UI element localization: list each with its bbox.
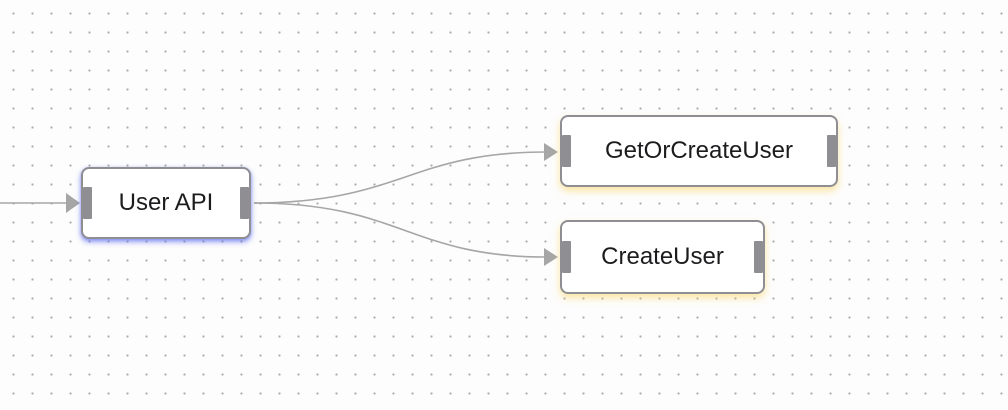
input-handle[interactable]	[562, 135, 571, 167]
node-label: GetOrCreateUser	[604, 137, 794, 164]
edge-arrow-create-user	[544, 248, 558, 266]
edge-user-api-to-create-user[interactable]	[253, 202, 547, 258]
edge-arrow-user-api	[66, 193, 80, 213]
node-user-api[interactable]: User API	[81, 167, 251, 239]
output-handle[interactable]	[240, 187, 249, 219]
input-handle[interactable]	[562, 241, 571, 273]
node-label: CreateUser	[601, 243, 724, 270]
output-handle[interactable]	[754, 241, 763, 273]
output-handle[interactable]	[827, 135, 836, 167]
input-handle[interactable]	[83, 187, 92, 219]
edge-arrow-get-or-create-user	[544, 143, 558, 161]
node-label: User API	[118, 189, 214, 216]
edge-user-api-to-get-or-create-user[interactable]	[253, 151, 547, 204]
node-create-user[interactable]: CreateUser	[560, 220, 765, 294]
node-get-or-create-user[interactable]: GetOrCreateUser	[560, 115, 838, 187]
